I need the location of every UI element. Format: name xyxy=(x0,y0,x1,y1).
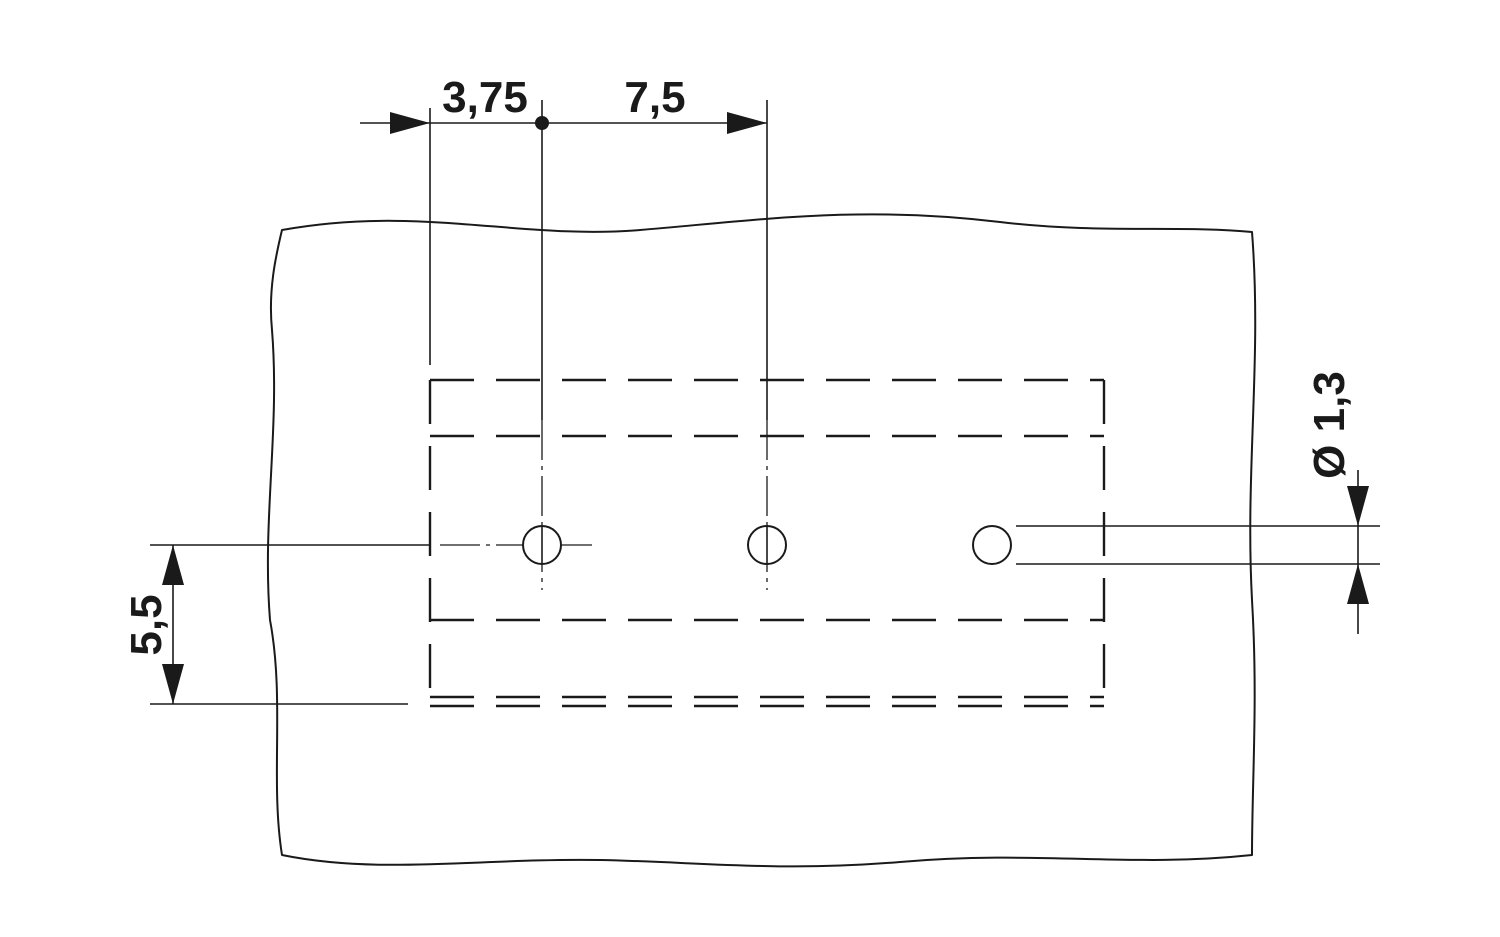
dimension-pitch: 3,75 7,5 xyxy=(360,73,767,134)
arrow-right-icon xyxy=(727,112,767,134)
arrow-down-icon xyxy=(162,664,184,704)
arrow-right-icon xyxy=(390,112,430,134)
dimension-label-pitch: 7,5 xyxy=(624,73,685,122)
arrow-up-icon xyxy=(1347,564,1369,604)
arrow-down-icon xyxy=(1347,486,1369,526)
dimension-label-row-offset: 5,5 xyxy=(122,594,171,655)
arrow-up-icon xyxy=(162,545,184,585)
dimension-label-hole-diameter: Ø 1,3 xyxy=(1305,371,1354,479)
dimension-hole-diameter: Ø 1,3 xyxy=(1016,371,1380,634)
dimension-origin-dot xyxy=(535,116,549,130)
board-outline xyxy=(266,213,1257,868)
dimension-row-offset: 5,5 xyxy=(122,544,430,705)
dimension-label-offset: 3,75 xyxy=(442,73,528,122)
hole-3 xyxy=(972,525,1012,565)
